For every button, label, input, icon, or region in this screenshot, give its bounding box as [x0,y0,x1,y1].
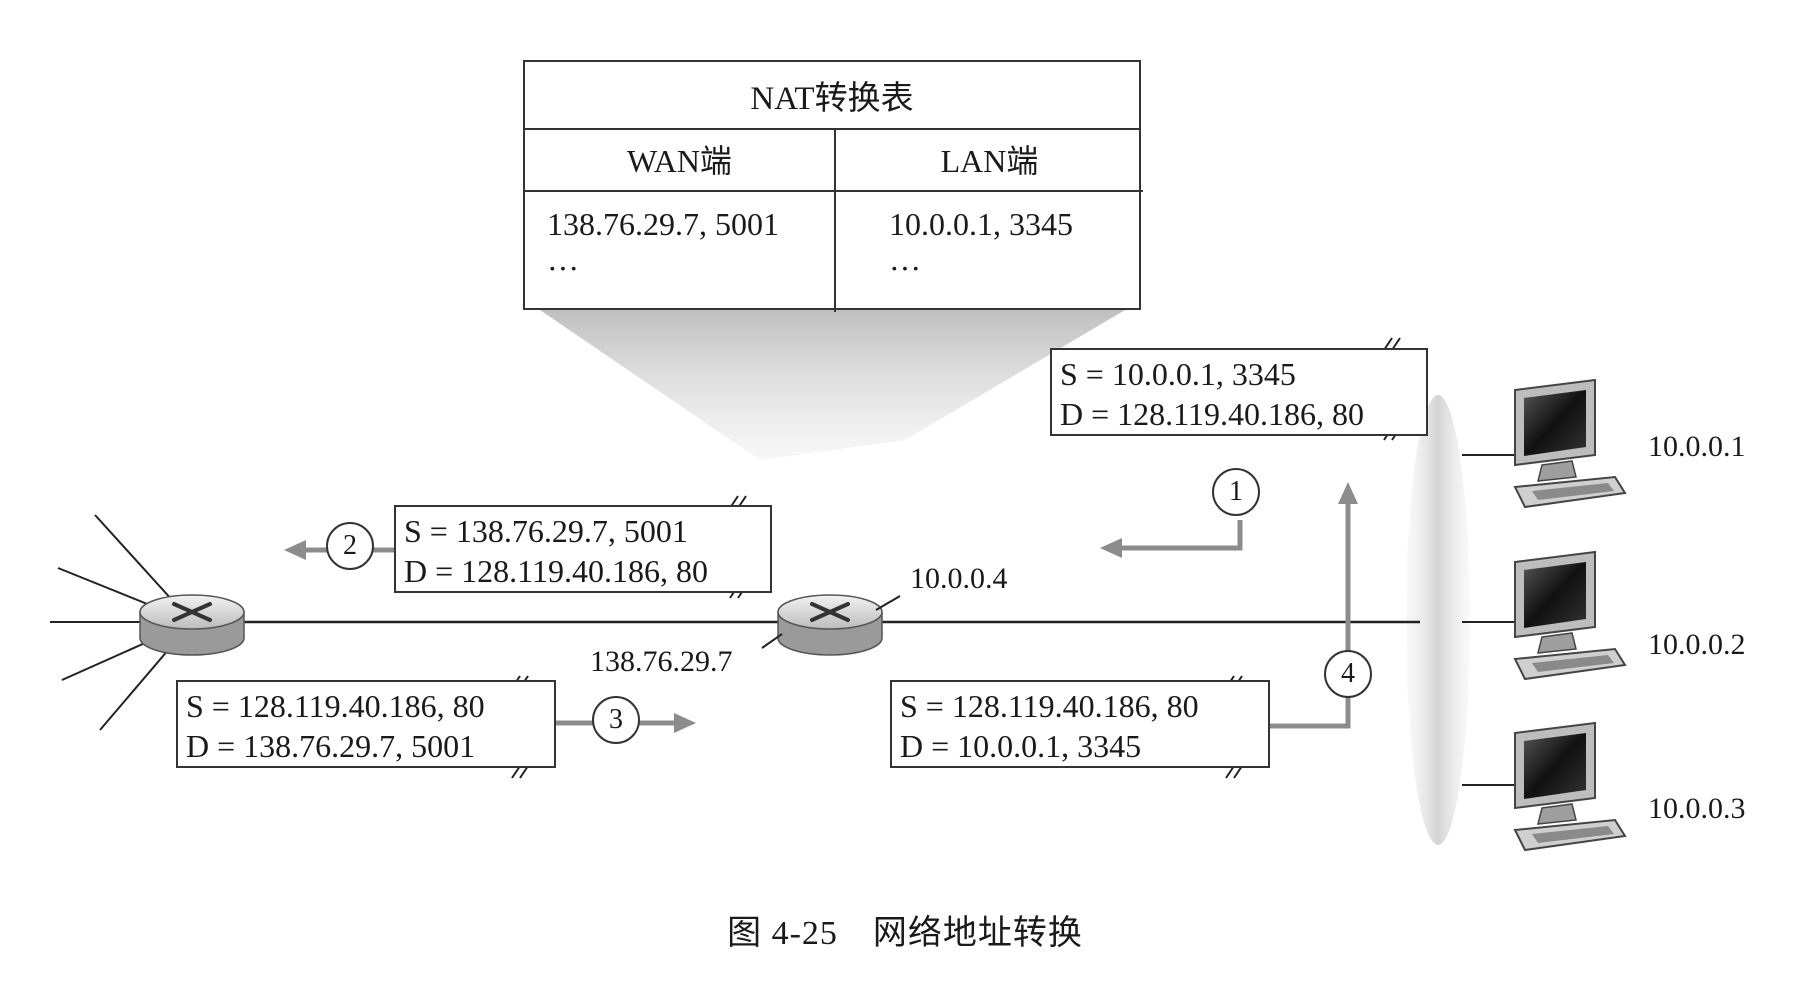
packet-4-source: S = 128.119.40.186, 80 [900,688,1199,724]
step-4-arrow [1270,502,1351,729]
step-1-marker: 1 [1212,468,1260,516]
nat-router-icon [777,594,883,656]
nat-wan-address: 138.76.29.7 [590,645,733,678]
packet-1-destination: D = 128.119.40.186, 80 [1060,396,1364,432]
packet-2-destination: D = 128.119.40.186, 80 [404,553,708,589]
nat-lan-address: 10.0.0.4 [910,562,1008,595]
nat-lan-header: LAN端 [836,128,1143,192]
packet-3: S = 128.119.40.186, 80 D = 138.76.29.7, … [176,680,556,768]
host-links [1462,454,1515,786]
lan-segment-glow [1406,395,1470,845]
host-1-address: 10.0.0.1 [1648,430,1746,463]
internet-router-icon [139,594,245,656]
packet-4-destination: D = 10.0.0.1, 3345 [900,728,1142,764]
packet-1-source: S = 10.0.0.1, 3345 [1060,356,1296,392]
host-1-computer-icon [1513,378,1627,509]
nat-table-beam [540,310,1125,460]
host-3-computer-icon [1513,721,1627,852]
host-3-address: 10.0.0.3 [1648,792,1746,825]
packet-3-source: S = 128.119.40.186, 80 [186,688,485,724]
nat-lan-more: ··· [889,250,921,286]
step-4-marker: 4 [1324,650,1372,698]
nat-translation-table: NAT转换表 WAN端 LAN端 138.76.29.7, 5001 ··· 1… [523,60,1143,312]
nat-lan-entry: 10.0.0.1, 3345 [889,206,1073,242]
nat-wan-entry: 138.76.29.7, 5001 [547,206,779,242]
packet-3-destination: D = 138.76.29.7, 5001 [186,728,476,764]
packet-4: S = 128.119.40.186, 80 D = 10.0.0.1, 334… [890,680,1270,768]
step-3-marker: 3 [592,696,640,744]
step-4-arrowhead [1338,482,1358,504]
step-1-arrowhead [1100,538,1122,558]
host-2-address: 10.0.0.2 [1648,628,1746,661]
packet-1: S = 10.0.0.1, 3345 D = 128.119.40.186, 8… [1050,348,1428,436]
nat-wan-more: ··· [547,250,579,286]
step-3-arrowhead [674,713,696,733]
step-1-arrow [1118,520,1243,551]
packet-2: S = 138.76.29.7, 5001 D = 128.119.40.186… [394,505,772,593]
figure-caption: 图 4-25 网络地址转换 [727,915,1083,952]
step-2-marker: 2 [326,522,374,570]
nat-wan-header: WAN端 [525,128,834,192]
host-2-computer-icon [1513,550,1627,681]
nat-wan-leader [761,633,783,649]
step-2-arrowhead [284,540,306,560]
nat-lan-leader [875,595,901,611]
nat-column-divider [834,128,836,312]
nat-table-title: NAT转换表 [525,62,1139,130]
packet-2-source: S = 138.76.29.7, 5001 [404,513,688,549]
